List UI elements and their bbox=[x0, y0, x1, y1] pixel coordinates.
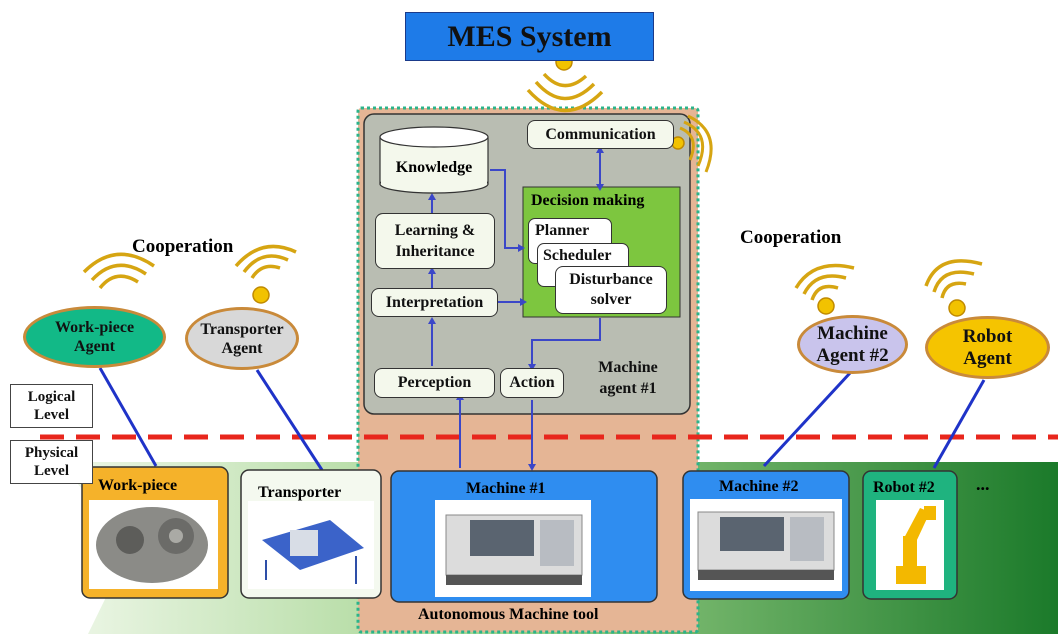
transporter-physical-label: Transporter bbox=[258, 484, 342, 501]
knowledge-cylinder bbox=[379, 126, 489, 194]
mes-wave-icon bbox=[526, 72, 604, 113]
robot2-physical-label: Robot #2 bbox=[873, 479, 935, 496]
machine1-physical-label: Machine #1 bbox=[466, 480, 546, 497]
communication-box: Communication bbox=[527, 120, 674, 149]
autonomous-machine-tool-label: Autonomous Machine tool bbox=[418, 606, 599, 623]
machine1-image bbox=[435, 500, 591, 597]
transporter-agent-label: Transporter Agent bbox=[200, 320, 284, 357]
robot2-image bbox=[876, 500, 944, 590]
learning-inheritance-box: Learning & Inheritance bbox=[375, 213, 495, 269]
cooperation-left-label: Cooperation bbox=[132, 236, 234, 257]
transporter-agent-ellipse: Transporter Agent bbox=[185, 307, 299, 370]
communication-wave-icon bbox=[679, 114, 713, 173]
perception-box: Perception bbox=[374, 368, 495, 398]
cooperation-right-label: Cooperation bbox=[740, 227, 842, 248]
mes-system-title: MES System bbox=[447, 19, 612, 53]
workpiece-agent-ellipse: Work-piece Agent bbox=[23, 306, 166, 368]
link-robot bbox=[932, 379, 986, 469]
workpiece-physical-label: Work-piece bbox=[98, 477, 178, 494]
physical-level-label: Physical Level bbox=[10, 440, 93, 484]
transporter-wave-icon bbox=[234, 244, 297, 279]
machine2-agent-label: Machine Agent #2 bbox=[816, 322, 889, 366]
more-machines-ellipsis: ... bbox=[976, 474, 990, 494]
workpiece-wave-icon bbox=[82, 252, 155, 290]
mes-system-box: MES System bbox=[405, 12, 654, 61]
link-machine2 bbox=[762, 371, 852, 468]
machine2-agent-ellipse: Machine Agent #2 bbox=[797, 315, 908, 374]
interpretation-box: Interpretation bbox=[371, 288, 498, 317]
machine2-image bbox=[690, 499, 842, 591]
transporter-image bbox=[248, 501, 374, 589]
decision-making-label: Decision making bbox=[531, 192, 645, 209]
action-box: Action bbox=[500, 368, 564, 398]
link-workpiece bbox=[98, 367, 158, 467]
machine2-wave-icon bbox=[794, 263, 855, 301]
machine2-physical-label: Machine #2 bbox=[719, 478, 799, 495]
logical-level-label: Logical Level bbox=[10, 384, 93, 428]
robot-agent-label: Robot Agent bbox=[962, 325, 1013, 369]
knowledge-label: Knowledge bbox=[395, 159, 473, 176]
workpiece-image bbox=[89, 500, 218, 589]
robot-agent-ellipse: Robot Agent bbox=[925, 316, 1050, 379]
robot-wave-icon bbox=[924, 259, 983, 299]
machine-agent-1-label: Machine agent #1 bbox=[598, 359, 658, 397]
link-transporter bbox=[255, 369, 324, 471]
disturbance-solver-box: Disturbance solver bbox=[555, 266, 667, 314]
workpiece-agent-label: Work-piece Agent bbox=[54, 319, 135, 355]
